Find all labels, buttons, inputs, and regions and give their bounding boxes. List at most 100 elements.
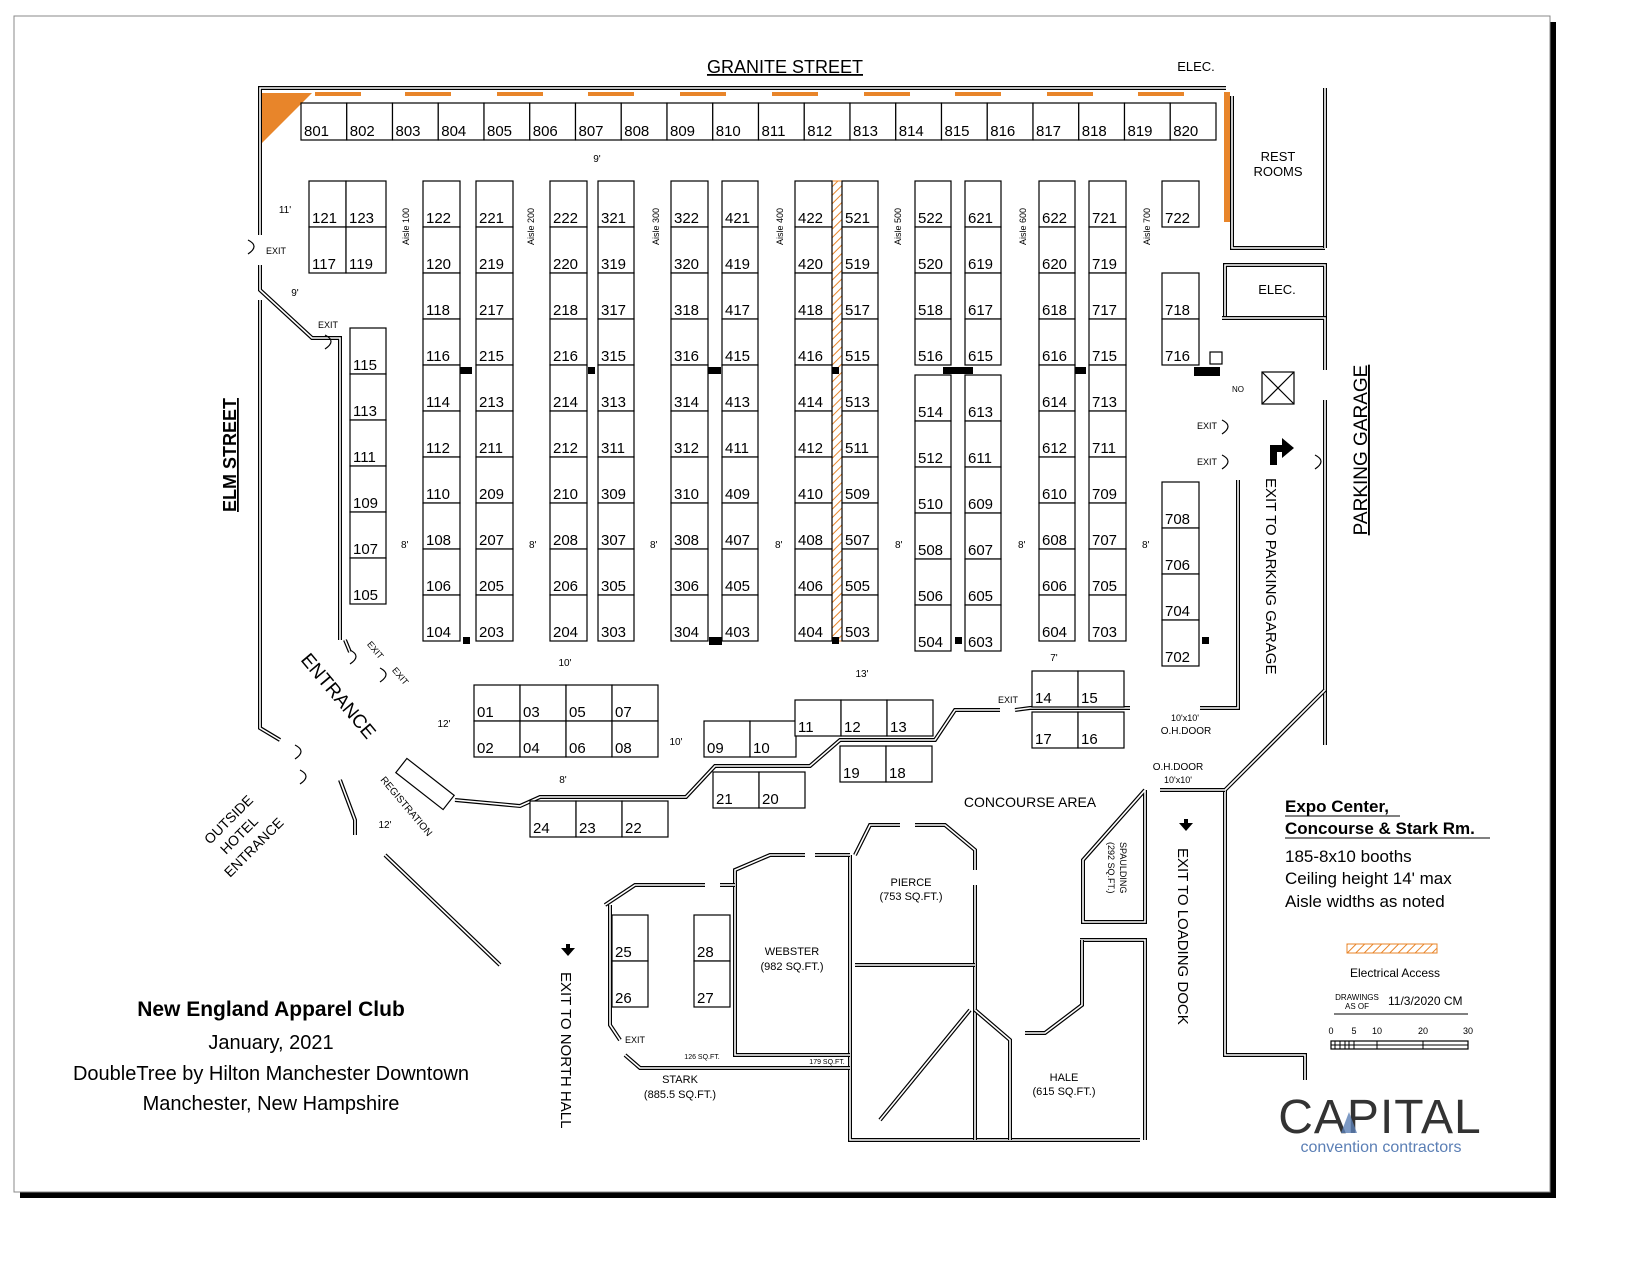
booth[interactable]: 419 — [721, 226, 759, 274]
booth[interactable]: 316 — [670, 318, 709, 366]
booth[interactable]: 608 — [1038, 502, 1076, 550]
booth[interactable]: 411 — [721, 410, 759, 458]
booth[interactable]: 203 — [475, 594, 514, 642]
booth[interactable]: 22 — [621, 800, 669, 838]
booth[interactable]: 505 — [841, 548, 879, 596]
booth[interactable]: 208 — [549, 502, 588, 550]
booth[interactable]: 503 — [841, 594, 879, 642]
booth[interactable]: 607 — [964, 512, 1002, 560]
booth[interactable]: 804 — [437, 102, 485, 141]
booth[interactable]: 222 — [549, 180, 588, 228]
booth[interactable]: 522 — [914, 180, 952, 228]
booth[interactable]: 812 — [803, 102, 851, 141]
booth[interactable]: 310 — [670, 456, 709, 504]
booth[interactable]: 121 — [308, 180, 347, 228]
booth[interactable]: 509 — [841, 456, 879, 504]
booth[interactable]: 512 — [914, 420, 952, 468]
booth[interactable]: 13 — [886, 699, 934, 737]
booth[interactable]: 811 — [757, 102, 805, 141]
booth[interactable]: 204 — [549, 594, 588, 642]
booth[interactable]: 406 — [794, 548, 833, 596]
booth[interactable]: 313 — [597, 364, 635, 412]
booth[interactable]: 507 — [841, 502, 879, 550]
booth[interactable]: 414 — [794, 364, 833, 412]
booth[interactable]: 312 — [670, 410, 709, 458]
booth[interactable]: 612 — [1038, 410, 1076, 458]
booth[interactable]: 603 — [964, 604, 1002, 652]
booth[interactable]: 508 — [914, 512, 952, 560]
booth[interactable]: 317 — [597, 272, 635, 320]
booth[interactable]: 16 — [1077, 711, 1125, 749]
booth[interactable]: 716 — [1161, 318, 1200, 366]
booth[interactable]: 420 — [794, 226, 833, 274]
booth[interactable]: 620 — [1038, 226, 1076, 274]
booth[interactable]: 06 — [565, 720, 613, 758]
booth[interactable]: 107 — [349, 511, 387, 559]
booth[interactable]: 407 — [721, 502, 759, 550]
booth[interactable]: 319 — [597, 226, 635, 274]
booth[interactable]: 519 — [841, 226, 879, 274]
booth[interactable]: 521 — [841, 180, 879, 228]
booth[interactable]: 27 — [693, 960, 731, 1008]
booth[interactable]: 21 — [712, 771, 760, 809]
booth[interactable]: 815 — [940, 102, 988, 141]
booth[interactable]: 517 — [841, 272, 879, 320]
booth[interactable]: 504 — [914, 604, 952, 652]
booth[interactable]: 23 — [575, 800, 623, 838]
booth[interactable]: 506 — [914, 558, 952, 606]
booth[interactable]: 309 — [597, 456, 635, 504]
booth[interactable]: 520 — [914, 226, 952, 274]
booth[interactable]: 307 — [597, 502, 635, 550]
booth[interactable]: 210 — [549, 456, 588, 504]
booth[interactable]: 123 — [345, 180, 387, 228]
booth[interactable]: 514 — [914, 374, 952, 422]
booth[interactable]: 07 — [611, 684, 659, 722]
booth[interactable]: 303 — [597, 594, 635, 642]
booth[interactable]: 618 — [1038, 272, 1076, 320]
booth[interactable]: 408 — [794, 502, 833, 550]
booth[interactable]: 605 — [964, 558, 1002, 606]
booth[interactable]: 813 — [849, 102, 897, 141]
booth[interactable]: 606 — [1038, 548, 1076, 596]
booth[interactable]: 421 — [721, 180, 759, 228]
booth[interactable]: 807 — [574, 102, 622, 141]
booth[interactable]: 404 — [794, 594, 833, 642]
booth[interactable]: 619 — [964, 226, 1002, 274]
booth[interactable]: 810 — [712, 102, 760, 141]
booth[interactable]: 19 — [839, 745, 887, 783]
booth[interactable]: 814 — [895, 102, 943, 141]
booth[interactable]: 320 — [670, 226, 709, 274]
booth[interactable]: 26 — [611, 960, 649, 1008]
booth[interactable]: 708 — [1161, 481, 1200, 529]
booth[interactable]: 809 — [666, 102, 714, 141]
booth[interactable]: 611 — [964, 420, 1002, 468]
booth[interactable]: 305 — [597, 548, 635, 596]
booth[interactable]: 722 — [1161, 180, 1200, 228]
booth[interactable]: 308 — [670, 502, 709, 550]
booth[interactable]: 105 — [349, 557, 387, 605]
booth[interactable]: 707 — [1088, 502, 1127, 550]
booth[interactable]: 306 — [670, 548, 709, 596]
booth[interactable]: 617 — [964, 272, 1002, 320]
booth[interactable]: 113 — [349, 373, 387, 421]
booth[interactable]: 515 — [841, 318, 879, 366]
booth[interactable]: 718 — [1161, 272, 1200, 320]
booth[interactable]: 808 — [620, 102, 668, 141]
booth[interactable]: 417 — [721, 272, 759, 320]
booth[interactable]: 02 — [473, 720, 521, 758]
booth[interactable]: 409 — [721, 456, 759, 504]
booth[interactable]: 24 — [529, 800, 577, 838]
booth[interactable]: 413 — [721, 364, 759, 412]
booth[interactable]: 805 — [483, 102, 531, 141]
booth[interactable]: 110 — [422, 456, 461, 504]
booth[interactable]: 803 — [391, 102, 439, 141]
booth[interactable]: 01 — [473, 684, 521, 722]
booth[interactable]: 117 — [308, 226, 347, 274]
booth[interactable]: 315 — [597, 318, 635, 366]
booth[interactable]: 322 — [670, 180, 709, 228]
booth[interactable]: 12 — [840, 699, 888, 737]
booth[interactable]: 818 — [1078, 102, 1126, 141]
booth[interactable]: 511 — [841, 410, 879, 458]
booth[interactable]: 205 — [475, 548, 514, 596]
booth[interactable]: 410 — [794, 456, 833, 504]
